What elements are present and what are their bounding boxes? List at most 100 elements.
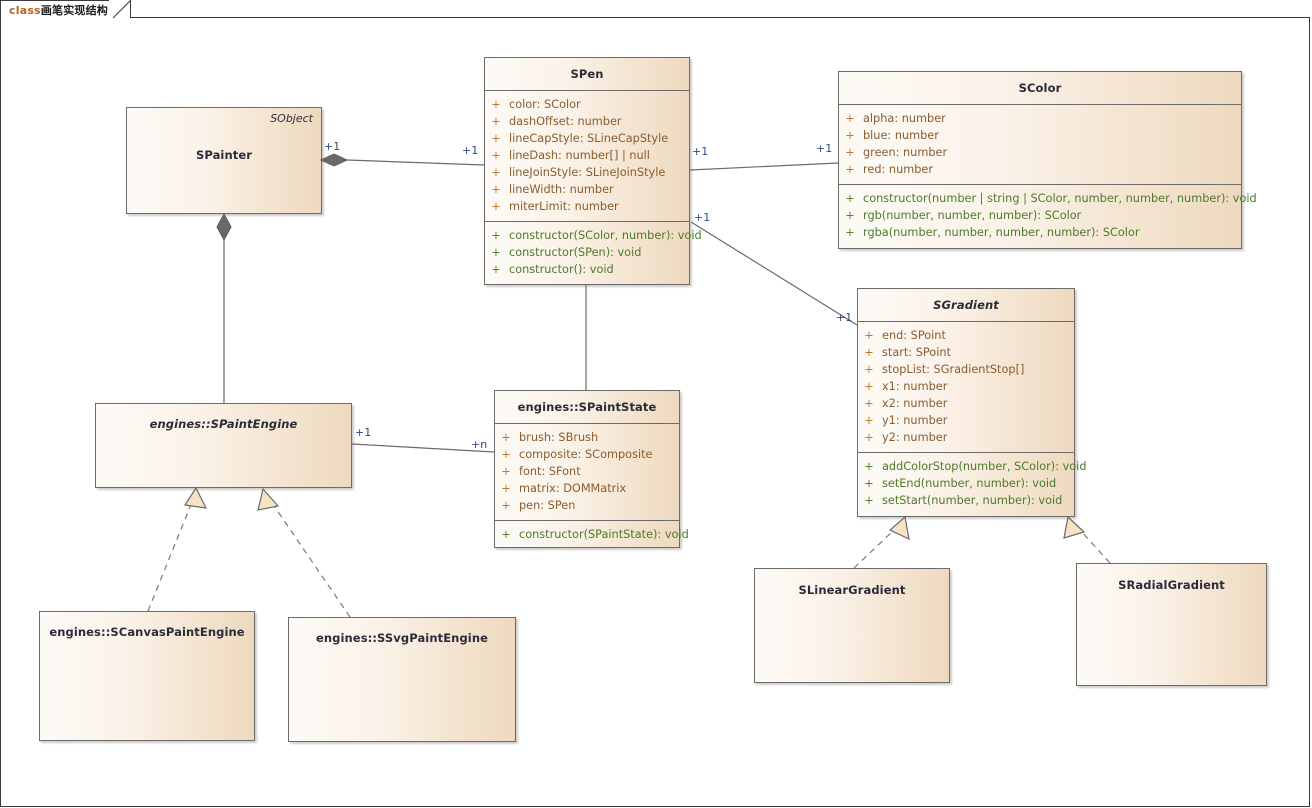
attribute-signature: brush: SBrush xyxy=(519,431,599,444)
class-header-sgradient: SGradient xyxy=(858,289,1074,321)
class-attribute-row: + blue: number xyxy=(839,127,1241,144)
class-header-spainter: SPainter xyxy=(127,108,321,170)
class-attribute-row: +pen: SPen xyxy=(495,497,679,514)
visibility-marker: + xyxy=(845,226,855,239)
class-attribute-row: +x1: number xyxy=(858,378,1074,395)
class-box-sradialgradient[interactable]: SRadialGradient xyxy=(1076,563,1267,686)
visibility-marker: + xyxy=(864,346,874,359)
attribute-signature: dashOffset: number xyxy=(509,115,622,128)
divider xyxy=(858,321,1074,322)
class-attribute-row: +green: number xyxy=(839,144,1241,161)
diagram-title-label: class画笔实现结构 xyxy=(9,2,108,18)
visibility-marker: + xyxy=(845,209,855,222)
method-signature: constructor(SColor, number): void xyxy=(509,229,702,242)
visibility-marker: + xyxy=(845,146,855,159)
visibility-marker: + xyxy=(491,263,501,276)
visibility-marker: + xyxy=(864,414,874,427)
visibility-marker: + xyxy=(491,246,501,259)
class-name-ssvgpaintengine: engines::SSvgPaintEngine xyxy=(315,631,489,645)
visibility-marker: + xyxy=(845,163,855,176)
class-attribute-row: +alpha: number xyxy=(839,110,1241,127)
class-attribute-row: +y2: number xyxy=(858,429,1074,446)
multiplicity-engine-state-source: +1 xyxy=(355,426,372,439)
multiplicity-pen-color-source: +1 xyxy=(692,145,709,158)
class-name-spainter: SPainter xyxy=(195,148,253,162)
class-box-spen[interactable]: SPen +color: SColor+dashOffset: number+l… xyxy=(484,57,702,285)
class-method-row: +constructor(SPaintState): void xyxy=(495,526,688,543)
class-box-spaintstate[interactable]: engines::SPaintState + brush: SBrush+comp… xyxy=(494,390,689,549)
attribute-signature: blue: number xyxy=(863,129,939,142)
method-signature: addColorStop(number, SColor): void xyxy=(882,460,1087,473)
class-name-spaintengine: engines::SPaintEngine xyxy=(149,417,298,431)
multiplicity-pen-gradient-target: +1 xyxy=(836,311,853,324)
class-method-row: + constructor(): void xyxy=(485,261,689,278)
visibility-marker: + xyxy=(501,448,511,461)
class-method-row: +constructor(SPen): void xyxy=(485,244,689,261)
diagram-frame xyxy=(0,17,1310,807)
class-box-scolor[interactable]: SColor +alpha: number + blue: number +green… xyxy=(838,71,1257,249)
class-attribute-row: +x2: number xyxy=(858,395,1074,412)
diagram-title-text: 画笔实现结构 xyxy=(40,3,109,17)
visibility-marker: + xyxy=(491,149,501,162)
class-box-spaintengine[interactable]: engines::SPaintEngine xyxy=(95,403,352,488)
title-tab-slant xyxy=(109,0,132,18)
class-method-row: +rgba(number, number, number, number): S… xyxy=(839,224,1241,241)
class-header-scolor: SColor xyxy=(839,72,1241,104)
class-methods-sgradient: +addColorStop(number, SColor): void+setE… xyxy=(858,453,1086,515)
method-signature: setEnd(number, number): void xyxy=(882,477,1057,490)
class-box-spainter[interactable]: SObject SPainter xyxy=(126,107,322,214)
multiplicity-painter-pen-source: +1 xyxy=(324,140,341,153)
class-header-spaintstate: engines::SPaintState xyxy=(495,391,679,423)
class-attribute-row: +color: SColor xyxy=(485,96,689,113)
class-attribute-row: +lineCapStyle: SLineCapStyle xyxy=(485,130,689,147)
attribute-signature: start: SPoint xyxy=(882,346,951,359)
visibility-marker: + xyxy=(864,329,874,342)
visibility-marker: + xyxy=(501,465,511,478)
class-methods-spaintstate: +constructor(SPaintState): void xyxy=(495,521,688,549)
class-stereotype-sobject: SObject xyxy=(270,112,313,125)
class-attribute-row: +composite: SComposite xyxy=(495,446,679,463)
class-box-slineargradient[interactable]: SLinearGradient xyxy=(754,568,950,683)
attribute-signature: lineDash: number[] | null xyxy=(509,149,650,162)
class-method-row: +constructor(number | string | SColor, n… xyxy=(839,190,1256,207)
visibility-marker: + xyxy=(491,132,501,145)
class-methods-spen: +constructor(SColor, number): void+const… xyxy=(485,222,701,284)
attribute-signature: red: number xyxy=(863,163,934,176)
class-box-scanvaspaintengine[interactable]: engines::SCanvasPaintEngine xyxy=(39,611,255,741)
class-box-ssvgpaintengine[interactable]: engines::SSvgPaintEngine xyxy=(288,617,516,742)
method-signature: constructor(): void xyxy=(509,263,614,276)
visibility-marker: + xyxy=(845,129,855,142)
divider xyxy=(495,520,679,521)
attribute-signature: lineWidth: number xyxy=(509,183,614,196)
class-name-spaintstate: engines::SPaintState xyxy=(517,400,657,414)
attribute-signature: color: SColor xyxy=(509,98,581,111)
visibility-marker: + xyxy=(501,482,511,495)
class-attribute-row: + matrix: DOMMatrix xyxy=(495,480,679,497)
class-name-scanvaspaintengine: engines::SCanvasPaintEngine xyxy=(49,625,245,639)
class-method-row: +setStart(number, number): void xyxy=(858,492,1074,509)
visibility-marker: + xyxy=(501,431,511,444)
visibility-marker: + xyxy=(491,115,501,128)
visibility-marker: + xyxy=(845,192,855,205)
attribute-signature: matrix: DOMMatrix xyxy=(519,482,627,495)
class-attribute-row: + lineDash: number[] | null xyxy=(485,147,689,164)
class-box-sgradient[interactable]: SGradient +end: SPoint+start: SPoint+sto… xyxy=(857,288,1087,517)
divider xyxy=(485,90,689,91)
visibility-marker: + xyxy=(864,380,874,393)
method-signature: constructor(SPaintState): void xyxy=(519,528,689,541)
class-name-sgradient: SGradient xyxy=(933,298,999,312)
class-attribute-row: +end: SPoint xyxy=(858,327,1074,344)
attribute-signature: y2: number xyxy=(882,431,948,444)
visibility-marker: + xyxy=(864,494,874,507)
divider xyxy=(858,452,1074,453)
diagram-title-tab[interactable]: class画笔实现结构 xyxy=(0,0,132,18)
class-methods-scolor: +constructor(number | string | SColor, n… xyxy=(839,185,1256,247)
class-attribute-row: +font: SFont xyxy=(495,463,679,480)
visibility-marker: + xyxy=(491,166,501,179)
class-attribute-row: + start: SPoint xyxy=(858,344,1074,361)
visibility-marker: + xyxy=(864,397,874,410)
class-attribute-row: + brush: SBrush xyxy=(495,429,679,446)
attribute-signature: pen: SPen xyxy=(519,499,576,512)
divider xyxy=(839,104,1241,105)
